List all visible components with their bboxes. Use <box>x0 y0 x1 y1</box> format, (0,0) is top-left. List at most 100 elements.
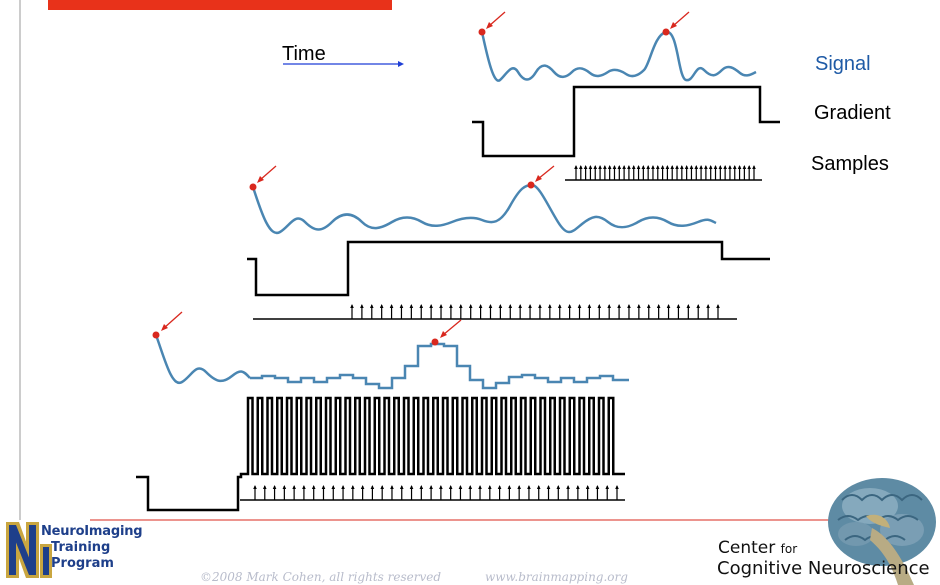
row1-sample-tick <box>574 165 578 180</box>
peak-marker-3a <box>152 331 160 339</box>
row2-sample-tick <box>666 304 671 319</box>
row1-sample-tick <box>684 165 689 180</box>
row3-sample-tick <box>351 485 355 500</box>
row3-sample-tick <box>566 485 570 500</box>
row3-sample-tick <box>292 485 296 500</box>
row3-sample-tick <box>311 485 316 500</box>
row2-sample-tick <box>597 304 602 319</box>
ccn-logo-center-word: Center <box>718 538 776 558</box>
ccn-logo-name: Cognitive Neuroscience <box>717 558 930 579</box>
row1-sample-tick <box>583 165 588 180</box>
row2-sample-tick <box>468 304 473 319</box>
row1-sample-tick <box>694 165 699 180</box>
row1-sample-tick <box>651 165 655 180</box>
title-bar <box>48 0 392 10</box>
row1-sample-tick <box>723 165 727 180</box>
row2-sample-tick <box>646 304 651 319</box>
row3-sample-tick <box>429 485 433 500</box>
row2-sample-tick <box>360 304 364 319</box>
peak-marker-1b <box>662 28 670 36</box>
row1-sample-tick <box>670 165 675 180</box>
row3-sample-tick <box>478 485 482 500</box>
row3-sample-tick <box>595 485 600 500</box>
copyright-note: ©2008 Mark Cohen, all rights reserved <box>200 570 442 584</box>
row3-sample-tick <box>488 485 492 500</box>
signal-waveform-1 <box>480 30 757 82</box>
row2-sample-tick <box>449 304 453 319</box>
row3-sample-tick <box>282 485 287 500</box>
row1-sample-tick <box>732 165 737 180</box>
row1-sample-tick <box>752 165 756 180</box>
row1-sample-tick <box>675 165 679 180</box>
row1-sample-tick <box>612 165 617 180</box>
row2-sample-tick <box>498 304 503 319</box>
row1-sample-tick <box>742 165 747 180</box>
row2-sample-tick <box>429 304 433 319</box>
row3-sample-tick <box>605 485 610 500</box>
row1-sample-tick <box>704 165 708 180</box>
row1-sample-tick <box>728 165 732 180</box>
row2-sample-tick <box>676 304 681 319</box>
row1-sample-tick <box>655 165 660 180</box>
row2-sample-tick <box>538 304 542 319</box>
row1-sample-tick <box>699 165 703 180</box>
samples-group-1 <box>574 165 756 180</box>
peak-marker-2a <box>249 183 257 191</box>
row1-sample-tick <box>680 165 684 180</box>
row2-sample-tick <box>518 304 522 319</box>
row3-sample-tick <box>468 485 473 500</box>
row3-sample-tick <box>370 485 375 500</box>
row2-sample-tick <box>528 304 532 319</box>
row3-sample-tick <box>439 485 443 500</box>
row2-sample-tick <box>557 304 562 319</box>
row1-sample-tick <box>617 165 622 180</box>
arrow-3a <box>161 311 183 331</box>
gradient-waveform-2 <box>247 240 770 297</box>
gradient-waveform-3 <box>136 396 625 512</box>
row3-sample-tick <box>576 485 580 500</box>
row1-sample-tick <box>627 165 631 180</box>
samples-group-2 <box>350 304 720 319</box>
row1-sample-tick <box>665 165 670 180</box>
row3-sample-tick <box>272 485 277 500</box>
row1-sample-tick <box>713 165 718 180</box>
row1-sample-tick <box>593 165 598 180</box>
row2-sample-tick <box>478 304 483 319</box>
row1-sample-tick <box>603 165 607 180</box>
signal-waveform-3 <box>154 334 251 385</box>
row3-sample-tick <box>390 485 394 500</box>
row1-sample-tick <box>588 165 593 180</box>
row3-sample-tick <box>419 485 424 500</box>
gradient-waveform-1 <box>472 85 780 158</box>
samples-group-3 <box>253 485 619 500</box>
row2-sample-tick <box>488 304 493 319</box>
row1-sample-tick <box>708 165 713 180</box>
row2-sample-tick <box>369 304 374 319</box>
row1-sample-tick <box>622 165 626 180</box>
row3-sample-tick <box>409 485 414 500</box>
row3-sample-tick <box>321 485 326 500</box>
row1-sample-tick <box>689 165 694 180</box>
row3-sample-tick <box>556 485 561 500</box>
row2-sample-tick <box>577 304 582 319</box>
row2-sample-tick <box>409 304 414 319</box>
row1-sample-tick <box>737 165 742 180</box>
row2-sample-tick <box>399 304 404 319</box>
nitp-logo-line3: Program <box>51 556 114 571</box>
arrow-3b <box>440 319 462 338</box>
row3-sample-tick <box>458 485 463 500</box>
row2-sample-tick <box>607 304 611 319</box>
row1-sample-tick <box>607 165 612 180</box>
row3-sample-tick <box>497 485 502 500</box>
row2-sample-tick <box>696 304 701 319</box>
row3-sample-tick <box>536 485 541 500</box>
row1-sample-tick <box>598 165 602 180</box>
row3-sample-tick <box>380 485 384 500</box>
nitp-logo-line1: NeuroImaging <box>41 524 143 539</box>
row2-sample-tick <box>617 304 621 319</box>
row3-sample-tick <box>448 485 453 500</box>
row3-sample-tick <box>360 485 365 500</box>
gradient-label: Gradient <box>814 102 891 124</box>
row2-sample-tick <box>706 304 710 319</box>
